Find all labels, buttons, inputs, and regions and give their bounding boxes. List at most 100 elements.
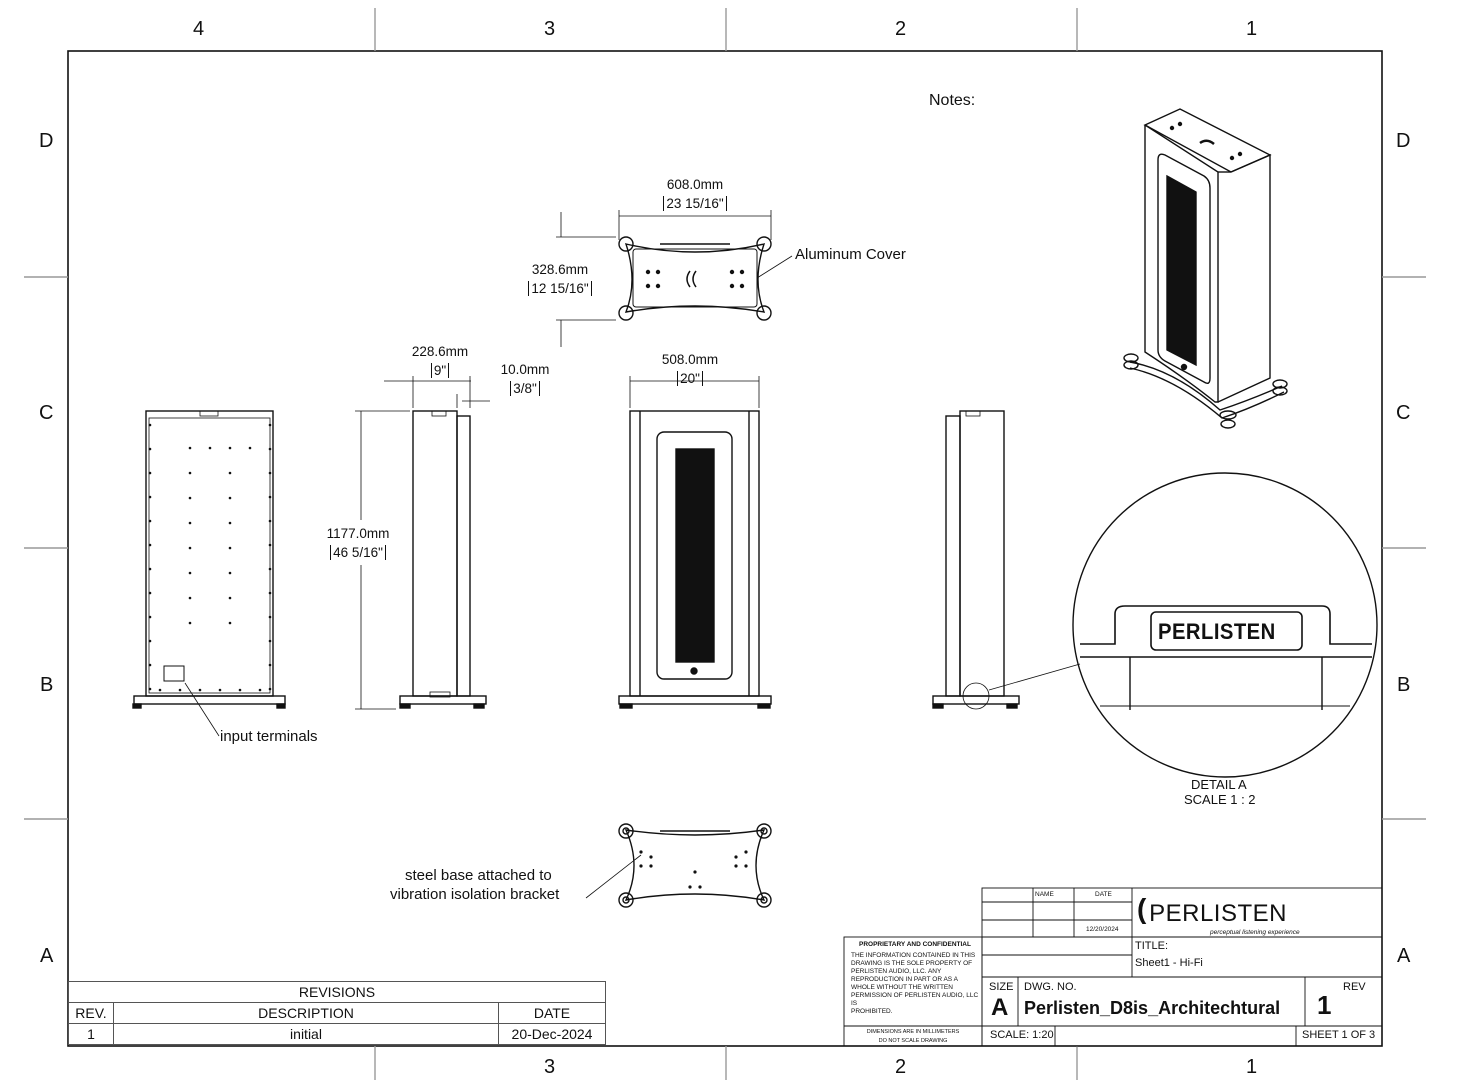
mounting-hole [228,571,232,575]
zone-column-4-top: 4 [193,18,205,40]
mounting-hole [268,447,272,451]
revisions-title: REVISIONS [68,981,606,1003]
title-value: Sheet1 - Hi-Fi [1135,957,1203,969]
mounting-hole [228,496,232,500]
top-depth-in: 12 15/16" [528,281,592,296]
zone-column-2-top: 2 [895,18,907,40]
notes-label: Notes: [929,92,976,109]
mounting-hole [148,567,152,571]
description-cell: initial [113,1023,499,1045]
zone-row-d-left: D [39,130,54,152]
logo-mark-icon: ( [1137,893,1147,924]
mounting-hole [228,596,232,600]
title-label: TITLE: [1135,940,1169,952]
mounting-hole [258,688,262,692]
side-view [355,376,490,710]
top-depth-dim: 328.6mm 12 15/16" [515,260,605,298]
side-gap-mm: 10.0mm [500,362,550,377]
proprietary-line: PERMISSION OF PERLISTEN AUDIO, LLC IS [851,992,979,1007]
input-terminals-callout: input terminals [220,728,318,745]
side-depth-in: 9" [430,363,450,378]
detail-a-logo: PERLISTEN [1158,619,1276,644]
zone-row-c-right: C [1396,402,1411,424]
mounting-hole [148,615,152,619]
dwg-no-value: Perlisten_D8is_Architechtural [1024,998,1281,1018]
zone-row-b-left: B [40,674,54,696]
description-header: DESCRIPTION [113,1002,499,1024]
name-header: NAME [1035,891,1054,898]
isometric-view [1123,108,1288,429]
mounting-hole [228,546,232,550]
mounting-hole [238,688,242,692]
mounting-hole [268,519,272,523]
mounting-hole [178,688,182,692]
mounting-hole [228,621,232,625]
zone-row-b-right: B [1397,674,1411,696]
zone-column-3-top: 3 [544,18,556,40]
revisions-table: REVISIONS REV. DESCRIPTION DATE 1 initia… [68,981,606,1045]
proprietary-line: PROHIBITED. [851,1008,893,1015]
detail-a-label: DETAIL A [1191,777,1247,792]
side-depth-dim: 228.6mm 9" [400,342,480,380]
mounting-hole [148,687,152,691]
front-width-mm: 508.0mm [661,352,719,367]
mounting-hole [198,688,202,692]
zone-row-d-right: D [1396,130,1411,152]
mounting-hole [148,471,152,475]
proprietary-line: REPRODUCTION IN PART OR AS A [851,976,958,983]
front-view [618,376,772,709]
mounting-hole [148,423,152,427]
date-header: DATE [1095,891,1112,898]
mounting-hole [228,521,232,525]
height-dim: 1177.0mm 46 5/16" [316,524,400,562]
date-cell: 20-Dec-2024 [498,1023,606,1045]
mounting-hole [148,519,152,523]
mounting-hole [228,471,232,475]
drawn-date: 12/20/2024 [1086,926,1119,933]
top-depth-mm: 328.6mm [531,262,589,277]
mounting-hole [268,591,272,595]
rev-label: REV [1343,981,1366,993]
mounting-hole [188,546,192,550]
mounting-hole [188,446,192,450]
zone-column-2-bottom: 2 [895,1056,907,1078]
mounting-hole [268,567,272,571]
proprietary-heading: PROPRIETARY AND CONFIDENTIAL [859,941,971,948]
mounting-hole [148,447,152,451]
sheet-label: SHEET 1 OF 3 [1302,1029,1376,1041]
table-row: 1 initial 20-Dec-2024 [68,1023,606,1045]
dimensions-note-line1: DIMENSIONS ARE IN MILLIMETERS [866,1029,960,1035]
detail-a-scale: SCALE 1 : 2 [1184,792,1256,807]
steel-base-callout-line2: vibration isolation bracket [390,886,560,903]
proprietary-line: THE INFORMATION CONTAINED IN THIS [851,952,976,959]
side-gap-dim: 10.0mm 3/8" [490,360,560,398]
mounting-hole [218,688,222,692]
mounting-hole [188,521,192,525]
mounting-hole [268,687,272,691]
zone-row-c-left: C [39,402,54,424]
mounting-hole [188,596,192,600]
size-label: SIZE [989,981,1014,993]
top-width-in: 23 15/16" [663,196,727,211]
mounting-hole [188,571,192,575]
company-logo: ( PERLISTEN [1137,893,1287,927]
mounting-hole [158,688,162,692]
mounting-hole [228,446,232,450]
proprietary-line: PERLISTEN AUDIO, LLC. ANY [851,968,942,975]
date-header: DATE [498,1002,606,1024]
zone-column-1-top: 1 [1246,18,1258,40]
company-name: PERLISTEN [1149,900,1287,927]
mounting-hole [148,591,152,595]
side-gap-in: 3/8" [510,381,540,396]
top-width-mm: 608.0mm [666,177,724,192]
mounting-hole [268,495,272,499]
steel-base-callout-line1: steel base attached to [405,867,552,884]
title-block-lines [843,887,1383,1047]
mounting-hole [148,543,152,547]
detail-a-view [1072,472,1378,778]
rev-header: REV. [68,1002,114,1024]
mounting-hole [268,543,272,547]
dwg-no-label: DWG. NO. [1024,981,1077,993]
mounting-hole [208,446,212,450]
